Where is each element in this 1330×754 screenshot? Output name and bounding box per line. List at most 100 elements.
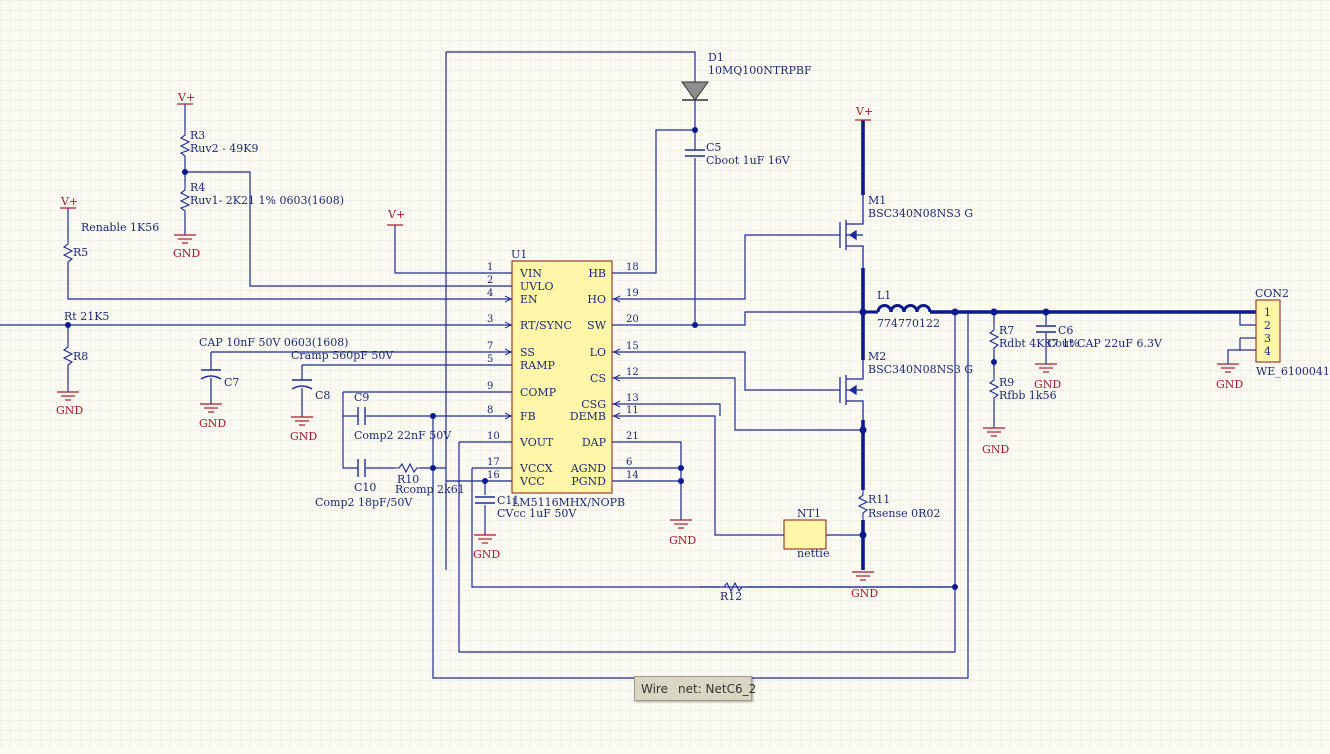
ground-symbols [57, 234, 1239, 581]
connector-con2[interactable] [1255, 299, 1281, 363]
r8-value: Rt 21K5 [64, 310, 109, 323]
resistor-r7[interactable] [988, 325, 1000, 350]
capacitor-c6[interactable] [1036, 325, 1056, 333]
u1-pin-number: 21 [626, 431, 639, 442]
u1-pin-input-arrow [504, 348, 513, 356]
con2-pin: 2 [1264, 319, 1271, 332]
u1-pin-number: 12 [626, 367, 639, 378]
r4-ref: R4 [190, 181, 205, 194]
c6-value: Cout CAP 22uF 6.3V [1047, 337, 1163, 350]
wire-dap[interactable] [612, 441, 682, 520]
u1-pin-name: FB [520, 410, 536, 423]
resistor-r3[interactable] [179, 130, 191, 158]
capacitor-c9[interactable] [357, 407, 366, 425]
c6-ref: C6 [1058, 324, 1073, 337]
wire-csg[interactable] [612, 403, 721, 416]
wire-en[interactable] [67, 262, 512, 300]
capacitor-c7[interactable] [200, 369, 222, 380]
l1-ref: L1 [877, 289, 891, 302]
u1-pin-number: 2 [487, 275, 493, 286]
l1-value: 774770122 [877, 317, 940, 330]
resistor-r11[interactable] [857, 490, 869, 520]
c5-value: Cboot 1uF 16V [706, 154, 791, 167]
wire-comp-left[interactable] [342, 392, 358, 469]
wire-vout-loop[interactable] [458, 312, 956, 653]
u1-pin-number: 14 [626, 470, 639, 481]
wire-uvlo[interactable] [185, 171, 512, 287]
u1-pin-input-arrow [504, 295, 513, 303]
wire-hb[interactable] [612, 100, 696, 274]
u1-value: LM5116MHX/NOPB [512, 496, 625, 509]
inductor-l1[interactable] [863, 304, 932, 314]
u1-pin-number: 20 [626, 314, 639, 325]
wires[interactable] [0, 51, 1256, 679]
wire-vin[interactable] [394, 225, 512, 274]
wire-ho[interactable] [612, 234, 840, 300]
wire-sw[interactable] [612, 311, 863, 326]
wire-d1-anode[interactable] [446, 51, 696, 82]
u1-pin-name: AGND [570, 462, 606, 475]
u1-pin-number: 10 [487, 431, 500, 442]
gnd-label: GND [851, 587, 878, 600]
d1-value: 10MQ100NTRPBF [708, 64, 812, 77]
capacitor-c10[interactable] [357, 459, 366, 477]
con2-pin: 3 [1264, 332, 1271, 345]
u1-pin-number: 15 [626, 341, 639, 352]
resistor-r10[interactable] [395, 462, 420, 474]
r12-ref: R12 [720, 590, 742, 603]
u1-pin-number: 18 [626, 262, 639, 273]
u1-pin-io-arrow [612, 295, 621, 303]
resistor-r4[interactable] [179, 185, 191, 212]
resistor-r8[interactable] [62, 343, 74, 366]
u1-ref: U1 [511, 248, 527, 261]
u1-pin-name: CSG [581, 398, 606, 411]
r11-ref: R11 [868, 493, 890, 506]
c7-ref: C7 [224, 376, 239, 389]
u1-pin-name: EN [520, 293, 538, 306]
u1-pin-name: COMP [520, 386, 557, 399]
r8-ref: R8 [73, 350, 88, 363]
wire-lo[interactable] [612, 351, 840, 391]
u1-pin-input-arrow [504, 321, 513, 329]
wire-con2-p2[interactable] [1239, 312, 1256, 326]
r7-ref: R7 [999, 324, 1014, 337]
mosfet-m2[interactable] [839, 360, 864, 420]
wire-con2-gnd[interactable] [1227, 349, 1256, 364]
r3-value: Ruv2 - 49K9 [190, 142, 259, 155]
con2-pin: 1 [1264, 306, 1271, 319]
r9-ref: R9 [999, 376, 1014, 389]
resistor-r12[interactable] [720, 581, 745, 593]
hover-tooltip: Wire net: NetC6_2 [634, 676, 756, 701]
wire-cs[interactable] [612, 377, 863, 431]
capacitor-c8[interactable] [291, 379, 313, 390]
u1-pin-number: 16 [487, 470, 500, 481]
tooltip-net: net: NetC6_2 [678, 682, 757, 696]
c11-ref: C11 [497, 494, 519, 507]
ic-u1-body[interactable] [511, 260, 613, 494]
resistor-symbols [62, 130, 1000, 593]
u1-pin-io-arrow [612, 348, 621, 356]
resistor-r5[interactable] [62, 240, 74, 263]
m1-value: BSC340N08NS3 G [868, 207, 973, 220]
u1-pin-number: 1 [487, 262, 493, 273]
capacitor-c5[interactable] [685, 149, 705, 157]
mosfet-m1[interactable] [839, 195, 864, 268]
resistor-r9[interactable] [988, 375, 1000, 400]
wire-demb[interactable] [612, 415, 784, 536]
power-symbols [60, 103, 871, 226]
r10-value: Rcomp 2k61 [395, 483, 465, 496]
u1-pin-name: VCC [519, 475, 545, 488]
vplus-labels: V+ V+ V+ V+ [60, 91, 873, 221]
junctions [65, 127, 1050, 590]
u1-pin-name: RAMP [520, 359, 555, 372]
u1-pin-number: 8 [487, 405, 493, 416]
tooltip-kind: Wire [641, 682, 668, 696]
diode-d1[interactable] [681, 81, 709, 101]
u1-pin-number: 4 [487, 288, 493, 299]
nettie-nt1[interactable] [783, 519, 827, 550]
m2-ref: M2 [868, 350, 886, 363]
con2-pin-numbers: 1 2 3 4 [1264, 306, 1271, 358]
capacitor-c11[interactable] [475, 496, 495, 504]
